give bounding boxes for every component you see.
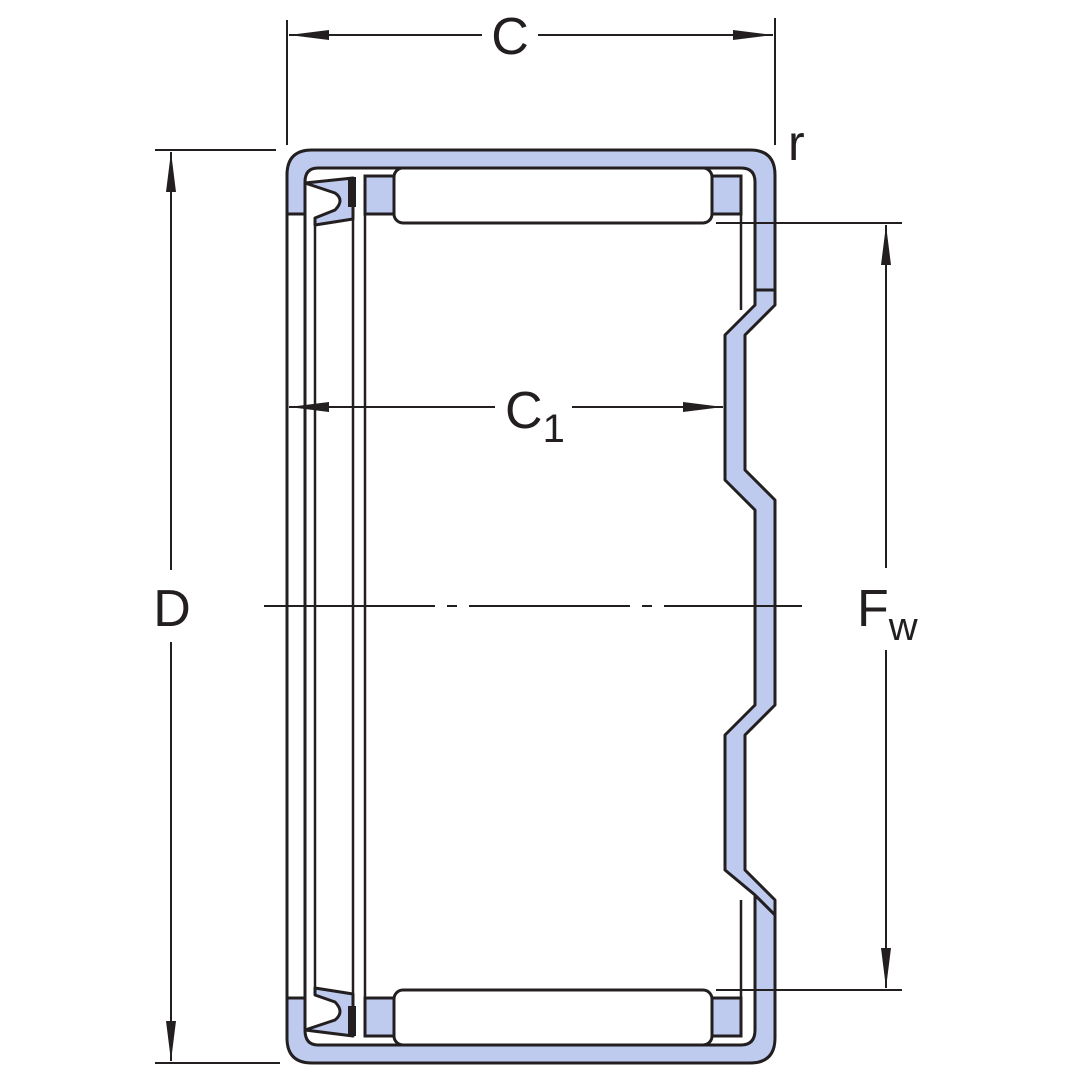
cup-right-wall — [723, 288, 777, 917]
dimension-d: D — [153, 149, 280, 1064]
svg-text:Fw: Fw — [857, 580, 918, 649]
needle-roller-top — [392, 166, 714, 225]
cage-top-right — [710, 174, 743, 216]
dimension-fw-label: F — [857, 580, 889, 638]
seal-top — [303, 176, 355, 227]
seal-bottom — [303, 986, 355, 1038]
dimension-c1-subscript: 1 — [543, 407, 565, 451]
dimension-d-label: D — [153, 580, 191, 638]
cage-bottom-right — [710, 996, 743, 1038]
svg-text:C1: C1 — [505, 382, 565, 451]
dimension-c: C — [286, 8, 776, 145]
dimension-fw: Fw — [716, 222, 918, 991]
cage-bottom-left — [363, 996, 397, 1038]
needle-roller-bottom — [392, 988, 714, 1047]
dimension-fw-subscript: w — [888, 605, 918, 649]
cage — [363, 174, 743, 1038]
seal-insert-bottom — [348, 1006, 356, 1036]
dimension-c-label: C — [491, 8, 529, 66]
dimension-c1: C1 — [289, 382, 723, 451]
radius-r-label: r — [788, 115, 805, 171]
dimension-c1-label: C — [505, 382, 543, 440]
seal-insert-top — [348, 177, 356, 207]
cage-top-left — [363, 174, 397, 216]
